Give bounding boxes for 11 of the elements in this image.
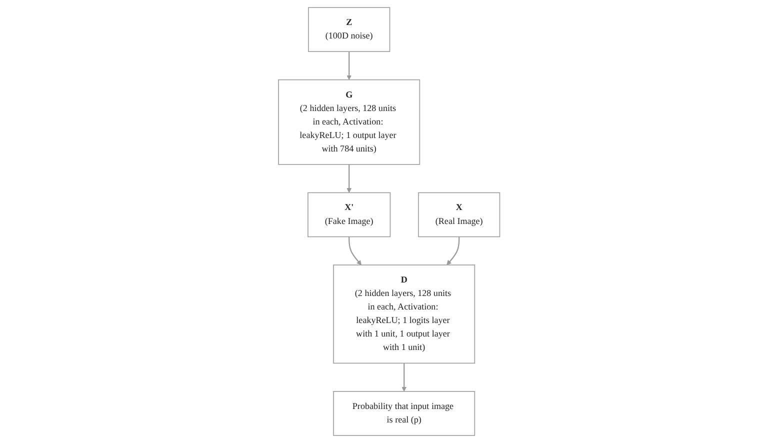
arrow <box>446 236 460 266</box>
arrow <box>346 164 352 193</box>
node-box: X' (Fake Image) <box>307 192 391 238</box>
node-box: G (2 hidden layers, 128 units in each, Activation: leakyReLU; 1 output layer with 784 units) <box>278 79 420 165</box>
arrow <box>401 363 406 392</box>
node-box: D (2 hidden layers, 128 units in each, Activation: leakyReLU; 1 logits layer with 1 unit, 1 output layer with 1 unit) <box>332 264 475 364</box>
node-box: X (Real Image) <box>418 192 500 238</box>
node-box: Probability that input image is real (p) <box>332 391 475 436</box>
node-box: Z (100D noise) <box>308 7 390 52</box>
arrow <box>346 52 352 80</box>
arrow <box>348 236 362 266</box>
